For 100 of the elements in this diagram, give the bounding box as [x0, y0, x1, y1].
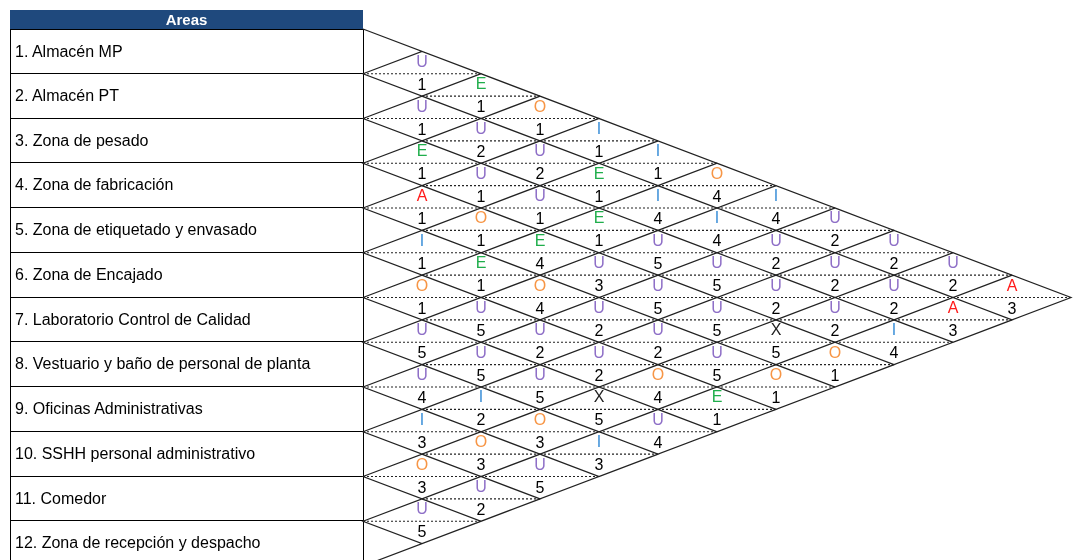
reason-number: 1: [593, 188, 605, 205]
closeness-code: U: [533, 188, 547, 204]
reason-number: 3: [416, 434, 428, 451]
closeness-code: U: [651, 411, 665, 428]
reason-number: 4: [534, 300, 546, 317]
area-name-cell: 5. Zona de etiquetado y envasado: [10, 208, 364, 253]
closeness-code: A: [946, 299, 960, 316]
area-name-cell: 7. Laboratorio Control de Calidad: [10, 297, 364, 343]
closeness-code: U: [710, 299, 724, 316]
reason-number: 1: [534, 121, 546, 138]
area-name-cell: 3. Zona de pesado: [10, 118, 364, 164]
reason-number: 1: [652, 166, 664, 183]
reason-number: 2: [888, 255, 900, 272]
closeness-code: O: [473, 434, 489, 451]
closeness-code: I: [595, 120, 603, 137]
closeness-code: U: [415, 53, 429, 70]
closeness-code: U: [533, 367, 547, 383]
reason-number: 3: [947, 322, 959, 339]
closeness-code: E: [415, 143, 429, 160]
reason-number: 2: [475, 412, 487, 429]
reason-number: 1: [416, 121, 428, 138]
reason-number: 2: [829, 233, 841, 250]
reason-number: 2: [475, 501, 487, 518]
closeness-code: U: [415, 367, 429, 383]
closeness-code: I: [477, 389, 485, 406]
reason-number: 5: [416, 345, 428, 362]
reason-number: 5: [711, 367, 723, 384]
reason-number: 1: [475, 188, 487, 205]
reason-number: 1: [416, 255, 428, 272]
reason-number: 1: [711, 412, 723, 429]
reason-number: 2: [829, 278, 841, 295]
reason-number: 1: [534, 211, 546, 227]
closeness-code: U: [651, 322, 665, 339]
closeness-code: O: [414, 277, 430, 294]
reason-number: 5: [711, 278, 723, 295]
reason-number: 3: [593, 457, 605, 474]
reason-number: 1: [475, 233, 487, 250]
closeness-code: I: [772, 188, 780, 204]
area-name-cell: 12. Zona de recepción y despacho: [10, 521, 364, 560]
reason-number: 5: [416, 524, 428, 541]
reason-number: 4: [652, 390, 664, 406]
closeness-code: O: [532, 277, 548, 294]
closeness-code: U: [592, 299, 606, 316]
reason-number: 5: [770, 345, 782, 362]
closeness-code: U: [887, 277, 901, 294]
reason-number: 1: [829, 367, 841, 384]
reason-number: 5: [475, 367, 487, 384]
closeness-code: O: [827, 344, 843, 361]
reason-number: 2: [534, 166, 546, 183]
closeness-code: I: [595, 434, 603, 451]
closeness-code: I: [418, 411, 426, 428]
reason-number: 2: [475, 143, 487, 160]
area-name-cell: 2. Almacén PT: [10, 73, 364, 119]
area-name-cell: 9. Oficinas Administrativas: [10, 387, 364, 432]
closeness-code: U: [651, 277, 665, 294]
closeness-code: I: [418, 232, 426, 249]
reason-number: 3: [1006, 300, 1018, 317]
area-name-cell: 10. SSHH personal administrativo: [10, 431, 364, 477]
area-name-cell: 6. Zona de Encajado: [10, 252, 364, 298]
area-name-cell: 8. Vestuario y baño de personal de planta: [10, 342, 364, 387]
reason-number: 3: [593, 278, 605, 295]
reason-number: 3: [475, 457, 487, 474]
closeness-code: U: [769, 232, 783, 249]
closeness-code: I: [713, 210, 721, 227]
closeness-code: U: [415, 322, 429, 339]
closeness-code: U: [474, 299, 488, 316]
reason-number: 1: [416, 211, 428, 227]
reason-number: 4: [652, 434, 664, 451]
closeness-code: U: [946, 255, 960, 272]
closeness-code: U: [592, 255, 606, 272]
closeness-code: O: [650, 367, 666, 383]
closeness-code: U: [533, 143, 547, 160]
closeness-code: O: [768, 367, 784, 383]
reason-number: 2: [947, 278, 959, 295]
reason-number: 2: [593, 367, 605, 384]
reason-number: 1: [475, 278, 487, 295]
closeness-code: E: [474, 76, 488, 93]
closeness-code: A: [1005, 277, 1019, 294]
reason-number: 2: [652, 345, 664, 362]
closeness-code: U: [415, 98, 429, 115]
area-name-cell: 11. Comedor: [10, 476, 364, 522]
reason-number: 5: [534, 390, 546, 406]
reason-number: 1: [593, 233, 605, 250]
reason-number: 4: [711, 188, 723, 205]
closeness-code: U: [474, 344, 488, 361]
closeness-code: X: [769, 322, 783, 339]
closeness-code: U: [474, 120, 488, 137]
closeness-code: O: [473, 210, 489, 227]
closeness-code: O: [414, 456, 430, 473]
reason-number: 4: [652, 211, 664, 227]
reason-number: 5: [475, 322, 487, 339]
closeness-code: U: [828, 299, 842, 316]
closeness-code: X: [592, 389, 606, 406]
closeness-code: U: [828, 210, 842, 227]
closeness-code: U: [415, 501, 429, 518]
reason-number: 1: [593, 143, 605, 160]
reason-number: 2: [888, 300, 900, 317]
closeness-code: U: [533, 322, 547, 339]
closeness-code: O: [532, 98, 548, 115]
closeness-code: U: [887, 232, 901, 249]
